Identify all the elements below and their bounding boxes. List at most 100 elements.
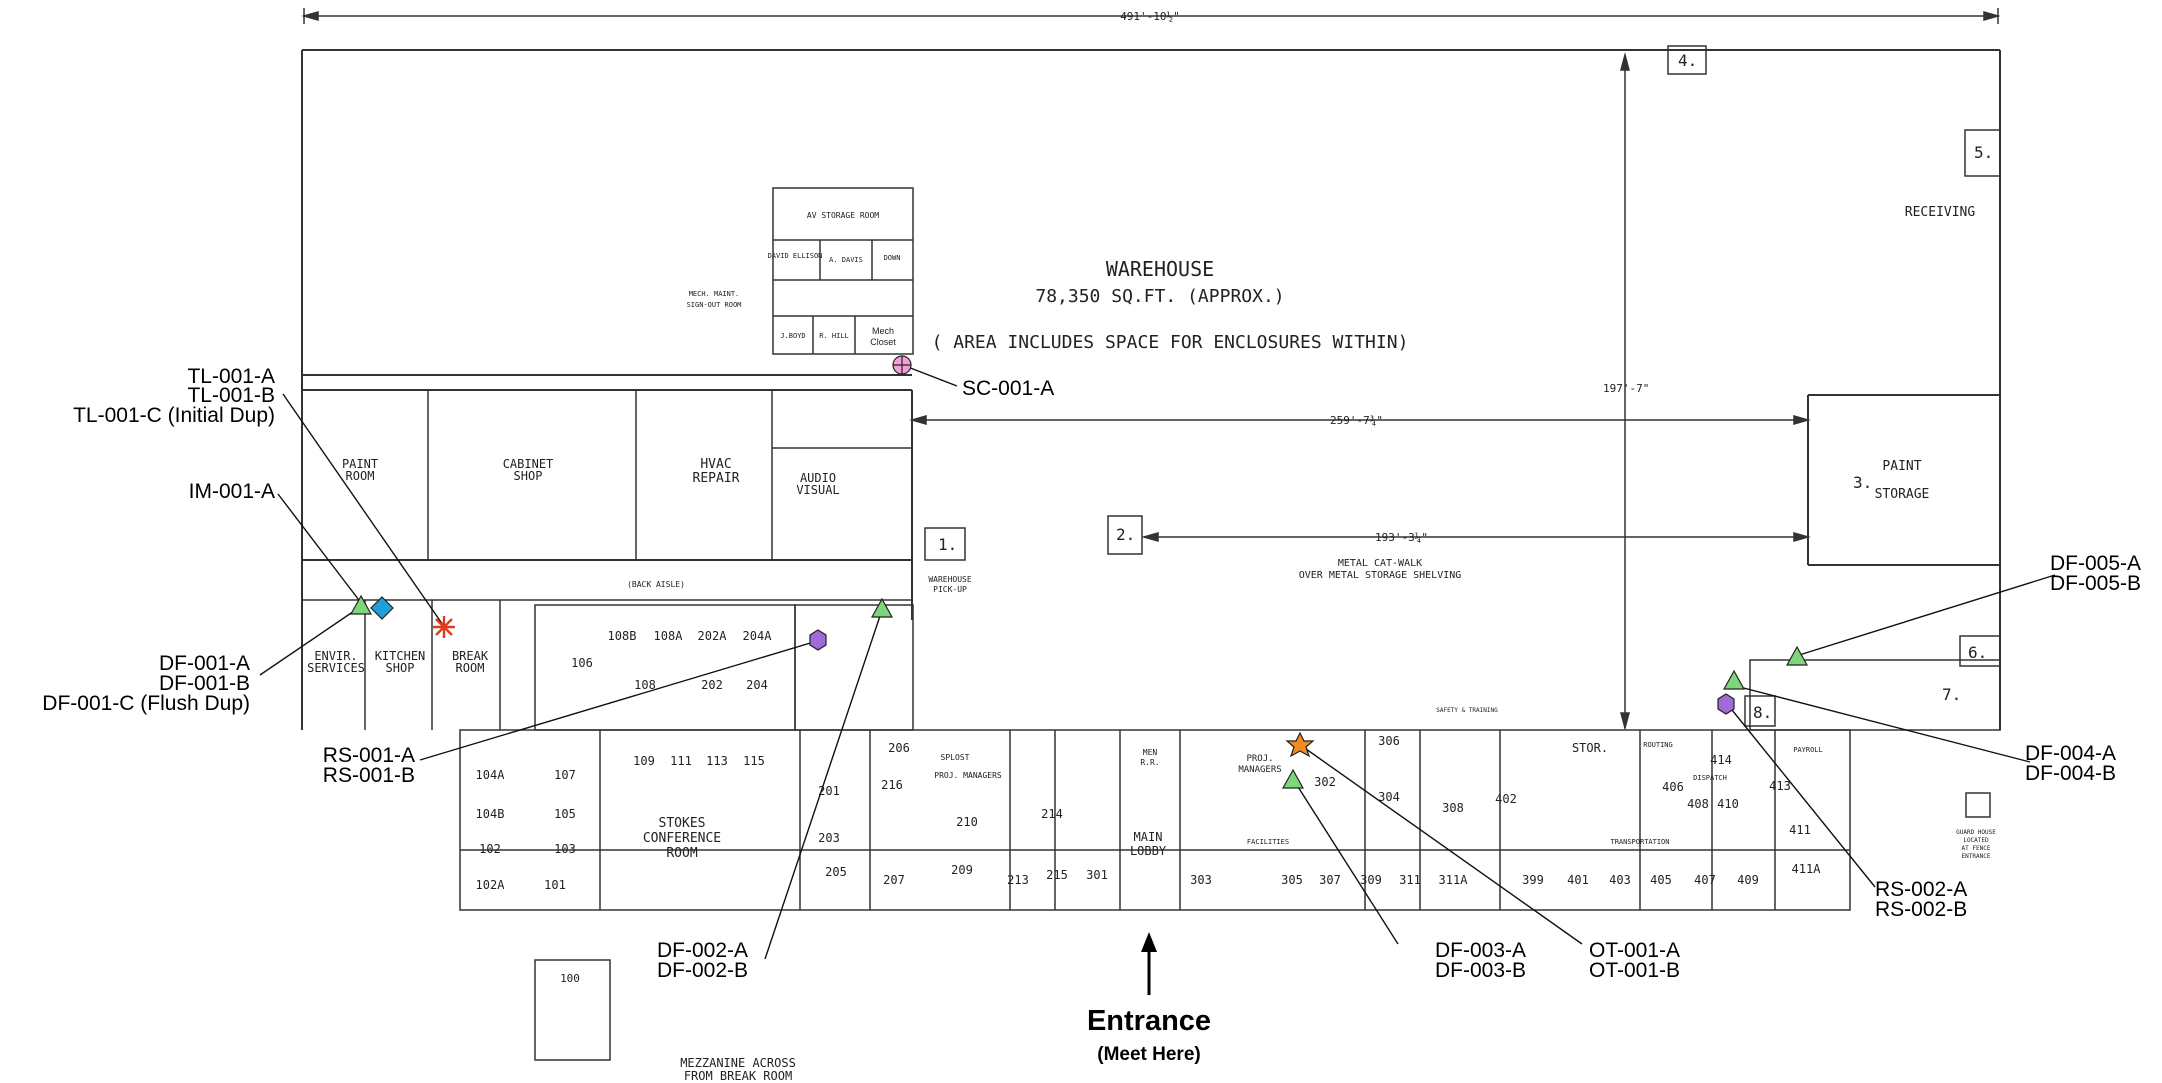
df-003-triangle-marker[interactable] [1281, 768, 1305, 789]
men-rr-label-1: MEN [1143, 748, 1158, 757]
room-410: 410 [1717, 797, 1739, 811]
a-davis-label: A. DAVIS [829, 256, 863, 264]
stokes-conference-label-3: ROOM [666, 846, 697, 861]
room-206: 206 [888, 741, 910, 755]
callout-rs-001-a: RS-001-A [323, 744, 415, 767]
sc-001-crosshair-marker[interactable] [892, 355, 912, 375]
catwalk-label-2: OVER METAL STORAGE SHELVING [1299, 570, 1462, 581]
df-005-triangle-marker[interactable] [1785, 645, 1809, 666]
proj-managers-label-1: PROJ. [1246, 754, 1273, 764]
room-307: 307 [1319, 873, 1341, 887]
tl-001-asterisk-marker[interactable] [433, 616, 455, 638]
room-210: 210 [956, 815, 978, 829]
audio-visual-label-2: VISUAL [796, 483, 839, 497]
payroll-label: PAYROLL [1793, 746, 1823, 754]
mezzanine [534, 959, 611, 1061]
dimension-193-label: 193'-3¼" [1375, 531, 1428, 544]
guard-house-box [1965, 792, 1991, 818]
envir-services-label-2: SERVICES [307, 661, 365, 675]
room-414: 414 [1710, 753, 1732, 767]
hvac-label-1: HVAC [700, 457, 731, 472]
room-201: 201 [818, 784, 840, 798]
room-103: 103 [554, 842, 576, 856]
dimension-193 [1141, 532, 1811, 542]
callout-rs-002-b: RS-002-B [1875, 898, 1967, 921]
room-113: 113 [706, 754, 728, 768]
callout-tl-001-b: TL-001-B [187, 384, 275, 407]
room-303: 303 [1190, 873, 1212, 887]
area-number-1: 1. [938, 535, 957, 554]
area-number-6: 6. [1968, 643, 1987, 662]
callout-ot-001-a: OT-001-A [1589, 939, 1680, 962]
room-102: 102 [479, 842, 501, 856]
dimension-259-label: 259'-7¾" [1330, 414, 1383, 427]
room-214: 214 [1041, 807, 1063, 821]
callout-df-003-b: DF-003-B [1435, 959, 1526, 982]
room-105: 105 [554, 807, 576, 821]
area-number-4: 4. [1678, 51, 1697, 70]
guard-house-label-4: ENTRANCE [1962, 853, 1991, 860]
av-storage-label: AV STORAGE ROOM [807, 211, 879, 220]
room-309: 309 [1360, 873, 1382, 887]
stokes-conference-label-1: STOKES [659, 816, 706, 831]
callout-df-001-c: DF-001-C (Flush Dup) [42, 692, 250, 715]
room-405: 405 [1650, 873, 1672, 887]
room-407: 407 [1694, 873, 1716, 887]
receiving-label: RECEIVING [1905, 205, 1976, 220]
paint-room-label-2: ROOM [346, 469, 375, 483]
callout-im-001-a: IM-001-A [189, 480, 275, 503]
callout-df-002-b: DF-002-B [657, 959, 748, 982]
callout-df-003-a: DF-003-A [1435, 939, 1526, 962]
room-207: 207 [883, 873, 905, 887]
df-004-triangle-marker[interactable] [1722, 669, 1746, 690]
callout-df-004-b: DF-004-B [2025, 762, 2116, 785]
rs-002-hexagon-marker[interactable] [1717, 693, 1735, 715]
df-001-triangle-marker[interactable] [349, 594, 373, 615]
paint-storage-label-2: STORAGE [1875, 487, 1930, 502]
room-411: 411 [1789, 823, 1811, 837]
guard-house-label-2: LOCATED [1963, 837, 1989, 844]
down-label: DOWN [884, 254, 901, 262]
area-number-5: 5. [1974, 143, 1993, 162]
df-002-triangle-marker[interactable] [870, 597, 894, 618]
safety-training-label: SAFETY & TRAINING [1436, 707, 1498, 714]
room-202: 202 [701, 678, 723, 692]
callout-sc-001-a: SC-001-A [962, 377, 1054, 400]
envir-services-label-1: ENVIR. [314, 649, 357, 663]
room-402: 402 [1495, 792, 1517, 806]
markers [349, 355, 1809, 789]
callout-df-004-a: DF-004-A [2025, 742, 2116, 765]
catwalk-label-1: METAL CAT-WALK [1338, 558, 1422, 569]
callout-df-001-a: DF-001-A [159, 652, 250, 675]
mezzanine-label-1: MEZZANINE ACROSS [680, 1056, 796, 1070]
main-lobby-label-2: LOBBY [1130, 844, 1167, 858]
jboyd-label: J.BOYD [780, 332, 805, 340]
warehouse-title: WAREHOUSE [1106, 257, 1214, 281]
warehouse-pickup-label-2: PICK-UP [933, 585, 967, 594]
room-102a: 102A [476, 878, 506, 892]
callout-labels: TL-001-A TL-001-B TL-001-C (Initial Dup)… [42, 365, 2141, 982]
kitchen-shop-label-1: KITCHEN [375, 649, 426, 663]
room-409: 409 [1737, 873, 1759, 887]
room-213: 213 [1007, 873, 1029, 887]
room-403: 403 [1609, 873, 1631, 887]
ot-001-star-marker[interactable] [1285, 731, 1315, 758]
routing-label: ROUTING [1643, 741, 1673, 749]
entrance-sub-label: (Meet Here) [1097, 1044, 1200, 1065]
back-aisle-label: (BACK AISLE) [627, 580, 685, 589]
im-001-diamond-marker[interactable] [370, 596, 394, 620]
room-311: 311 [1399, 873, 1421, 887]
entrance-arrow [1141, 932, 1157, 995]
warehouse-outline [301, 49, 2001, 730]
room-399: 399 [1522, 873, 1544, 887]
proj-managers-label-2: MANAGERS [1238, 765, 1281, 775]
room-411a: 411A [1792, 862, 1822, 876]
callout-df-005-a: DF-005-A [2050, 552, 2141, 575]
break-room-label-1: BREAK [452, 649, 489, 663]
dimension-259 [909, 415, 1811, 425]
room-311a: 311A [1439, 873, 1469, 887]
paint-room-label-1: PAINT [342, 457, 378, 471]
rs-001-hexagon-marker[interactable] [809, 629, 827, 651]
mech-closet-label-2: Closet [870, 337, 896, 347]
room-401: 401 [1567, 873, 1589, 887]
